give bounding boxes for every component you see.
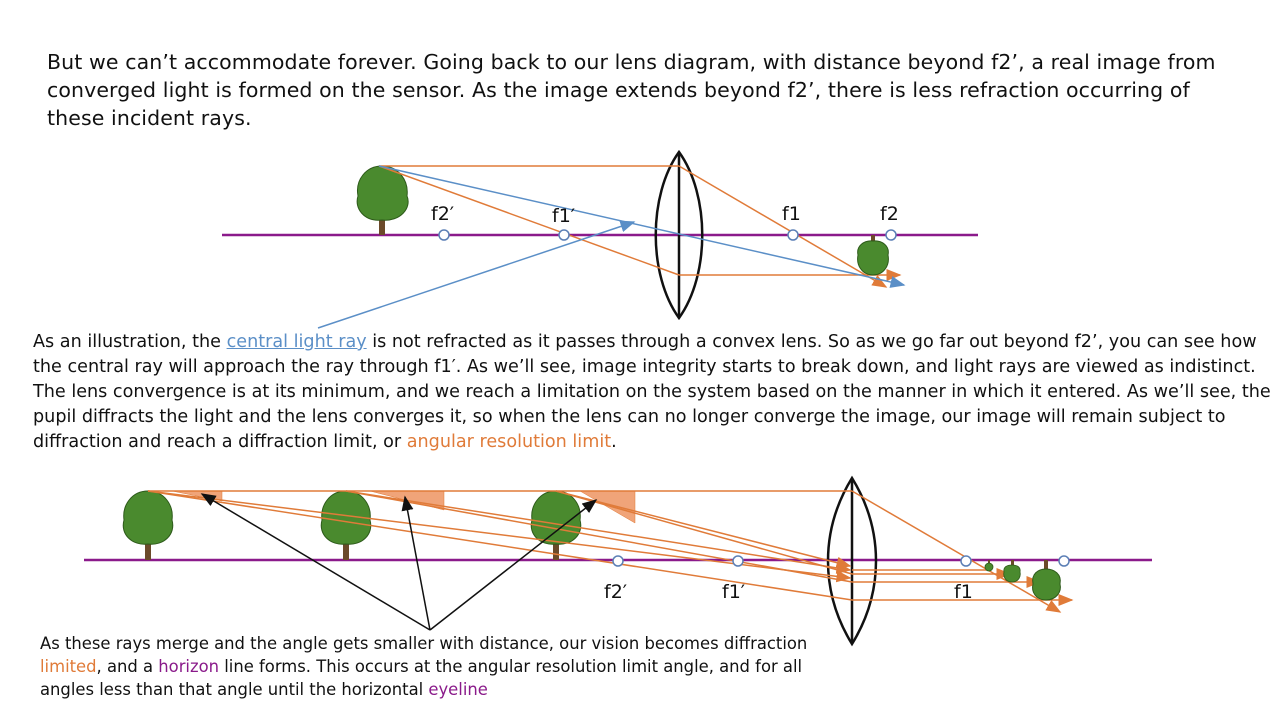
angular-resolution-limit-text: angular resolution limit [406, 432, 612, 452]
inverted-tree-image-top [857, 235, 889, 276]
middle-text-2: is not refracted as it passes through a … [33, 332, 1271, 452]
tree-object-bottom-1 [122, 490, 174, 560]
label-f1-top: f1 [782, 203, 801, 225]
footer-text-1: As these rays merge and the angle gets s… [40, 634, 808, 653]
middle-paragraph: As an illustration, the central light ra… [33, 330, 1273, 455]
footer-text-2: , and a [96, 657, 159, 676]
convex-lens-bottom [826, 475, 878, 647]
tree-object-top [356, 165, 409, 235]
rays-top [317, 165, 906, 329]
pointer-arrows [200, 493, 598, 631]
label-f2-prime-top: f2′ [431, 203, 454, 225]
footer-text-3: line forms. This occurs at the angular r… [40, 657, 803, 699]
label-f1-prime-top: f1′ [552, 205, 575, 227]
middle-text-3: . [611, 432, 617, 452]
horizon-text: horizon [158, 657, 220, 676]
label-f2-prime-bottom: f2′ [604, 581, 627, 603]
limited-text: limited [40, 657, 97, 676]
focal-points-bottom [612, 555, 1070, 567]
label-f2-top: f2 [880, 203, 899, 225]
label-f1-prime-bottom: f1′ [722, 581, 745, 603]
intro-paragraph: But we can’t accommodate forever. Going … [47, 50, 1216, 130]
tree-object-bottom-2 [320, 490, 372, 560]
label-f1-bottom: f1 [954, 581, 973, 603]
focal-points-top [438, 229, 897, 241]
inverted-tree-images-bottom [984, 560, 1061, 601]
middle-text-1: As an illustration, the [33, 332, 227, 352]
central-light-ray-link[interactable]: central light ray [226, 332, 367, 352]
footer-paragraph: As these rays merge and the angle gets s… [40, 632, 820, 701]
convex-lens-top [654, 149, 704, 321]
rays-bottom [147, 490, 1074, 613]
eyeline-text: eyeline [428, 680, 488, 699]
